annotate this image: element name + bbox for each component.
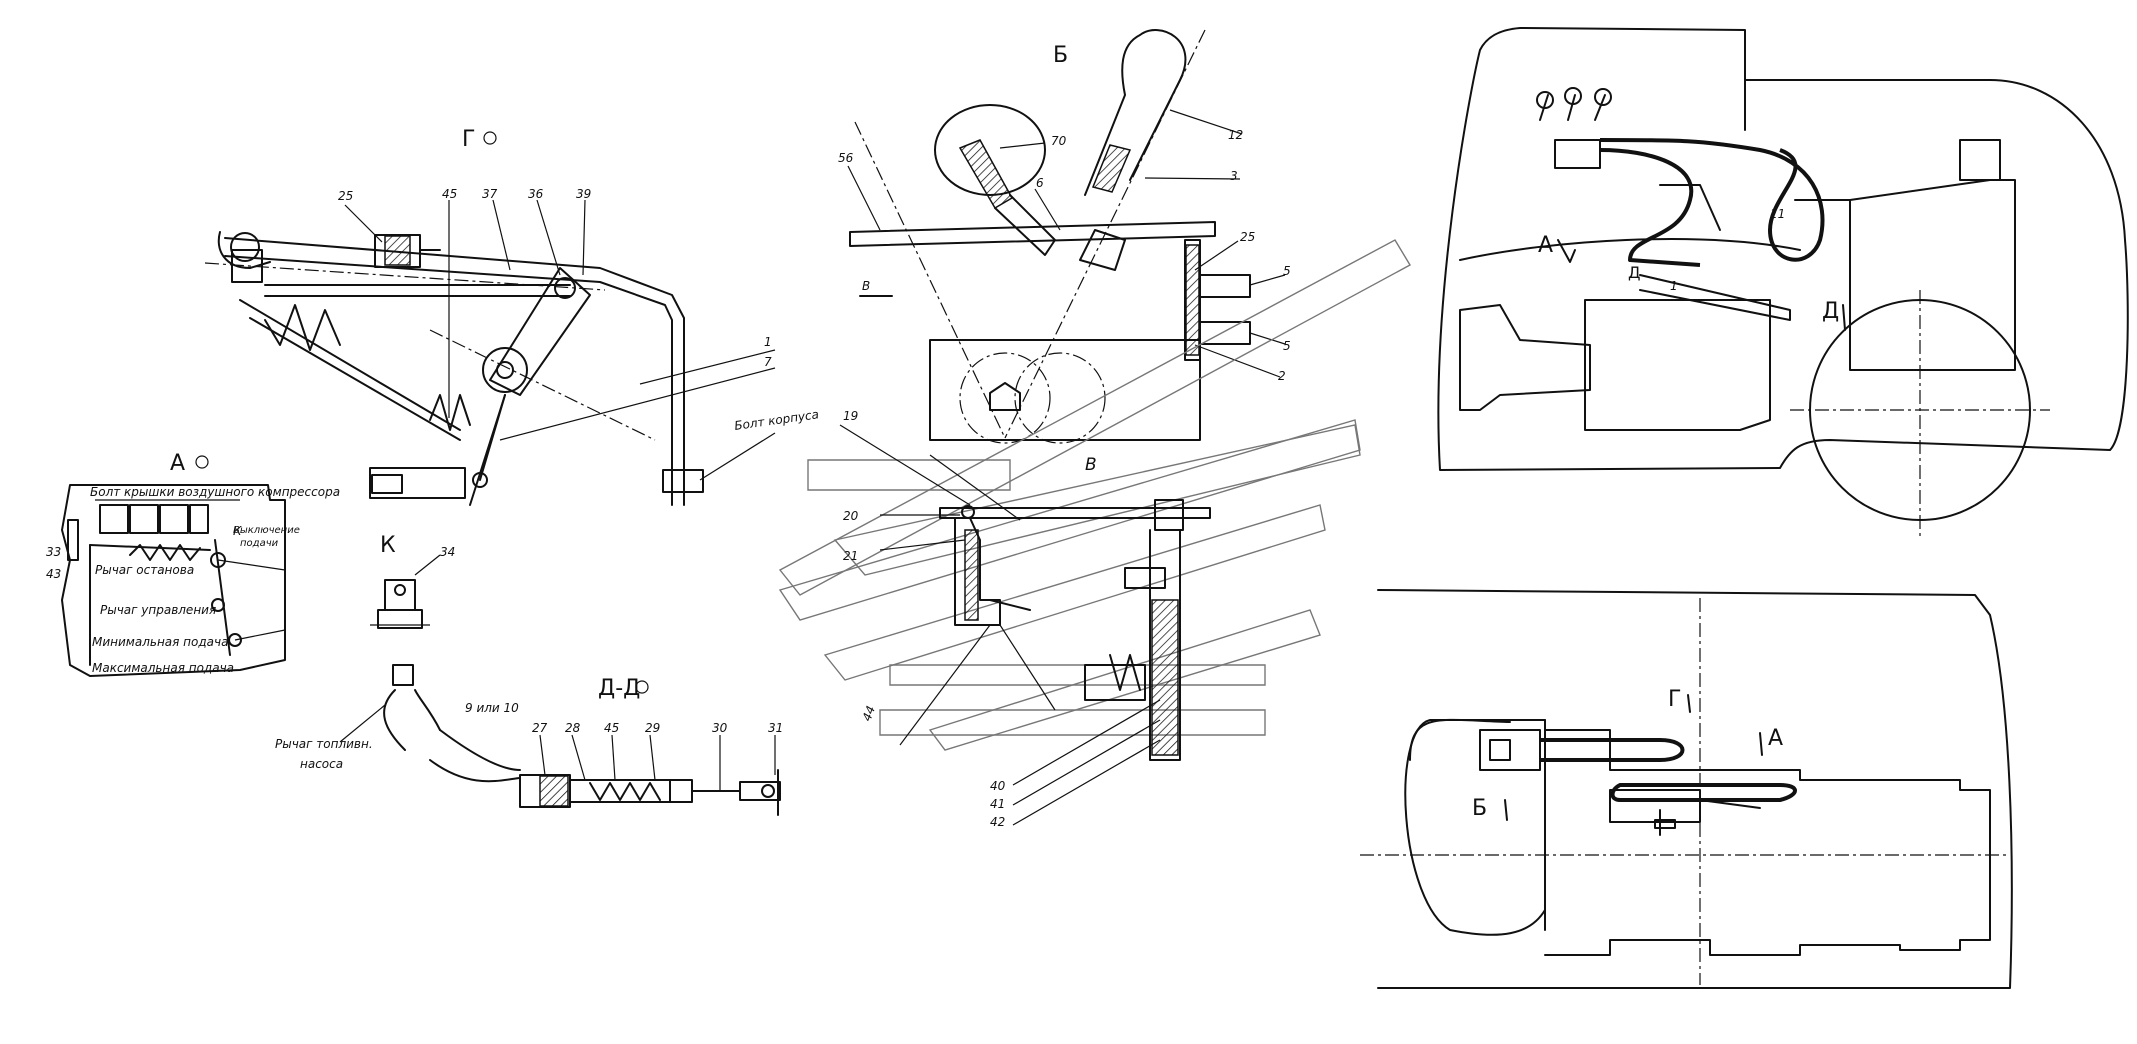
- view-g-linkage: Г: [204, 127, 820, 506]
- label-33: 33: [46, 545, 61, 559]
- ref-bot-g: Г: [1668, 687, 1681, 712]
- label-2: 2: [1278, 369, 1286, 383]
- label-19: 19: [843, 409, 858, 423]
- label-9or10: 9 или 10: [465, 701, 519, 715]
- label-6: 6: [1036, 176, 1044, 190]
- label-11: 11: [1770, 207, 1785, 221]
- note-bolt-korpusa: Болт корпуса: [733, 407, 819, 433]
- tractor-side-view: 11 1 А Д Д: [1437, 27, 2129, 540]
- label-42: 42: [990, 815, 1005, 829]
- label-29: 29: [645, 721, 660, 735]
- label-70: 70: [1051, 134, 1067, 148]
- label-36: 36: [528, 187, 544, 201]
- label-1: 1: [764, 335, 772, 349]
- tractor-plan-view: Г А Б: [1360, 589, 2013, 989]
- view-v-bracket: В 19 20 21 44 40 41 42: [778, 239, 1411, 829]
- label-25a: 25: [338, 189, 353, 203]
- view-a-inset: А Болт крышки воздушного компрессора К В…: [46, 451, 340, 677]
- label-28: 28: [565, 721, 581, 735]
- note-vyklyuchenie: Выключение: [233, 525, 300, 536]
- label-30: 30: [712, 721, 728, 735]
- view-dd-cable: Д-Д 9 или 10 27 28 45 29 30 31 Рычаг топ…: [275, 664, 783, 816]
- ref-top-d2: Д: [1822, 299, 1839, 324]
- ref-bot-b: Б: [1472, 796, 1487, 821]
- label-34: 34: [440, 545, 455, 559]
- note-rychag-upravleniya: Рычаг управления: [100, 603, 216, 617]
- label-39: 39: [576, 187, 591, 201]
- view-g-title: Г: [462, 127, 475, 152]
- view-v-title: В: [1085, 455, 1097, 475]
- ref-bot-a: А: [1768, 726, 1783, 751]
- view-a-title: А: [170, 451, 185, 476]
- label-20: 20: [843, 509, 859, 523]
- label-7: 7: [764, 355, 772, 369]
- label-1c: 1: [1670, 279, 1678, 293]
- note-rychag-ostanova: Рычаг останова: [95, 563, 194, 577]
- note-nasosa: насоса: [300, 757, 343, 771]
- label-56: 56: [838, 151, 854, 165]
- label-5a: 5: [1283, 264, 1291, 278]
- view-k-title: К: [380, 533, 396, 558]
- label-44: 44: [860, 704, 878, 723]
- label-25b: 25: [1240, 230, 1255, 244]
- label-5b: 5: [1283, 339, 1291, 353]
- ref-top-d1: Д: [1628, 263, 1641, 282]
- label-21: 21: [843, 549, 858, 563]
- note-bolt-kryshki: Болт крышки воздушного компрессора: [90, 485, 340, 499]
- note-min-podacha: Минимальная подача: [92, 635, 228, 649]
- note-rychag-toplivn: Рычаг топливн.: [275, 737, 373, 751]
- label-43: 43: [46, 567, 61, 581]
- label-27: 27: [532, 721, 548, 735]
- label-12: 12: [1228, 128, 1243, 142]
- label-31: 31: [768, 721, 783, 735]
- note-v-arrow: В: [862, 279, 870, 293]
- ref-top-a: А: [1538, 233, 1553, 258]
- note-podachi: подачи: [240, 538, 279, 549]
- note-k-small: К: [233, 524, 242, 538]
- view-b-lever: Б 56 70 6 12 3 25: [838, 29, 1291, 444]
- view-b-title: Б: [1053, 43, 1068, 68]
- view-k: К 34: [370, 533, 455, 629]
- label-41: 41: [990, 797, 1005, 811]
- label-3: 3: [1230, 169, 1238, 183]
- view-dd-title: Д-Д: [598, 676, 640, 701]
- label-40: 40: [990, 779, 1006, 793]
- label-37: 37: [482, 187, 498, 201]
- label-45b: 45: [604, 721, 619, 735]
- note-max-podacha: Максимальная подача: [92, 661, 234, 675]
- label-45a: 45: [442, 187, 457, 201]
